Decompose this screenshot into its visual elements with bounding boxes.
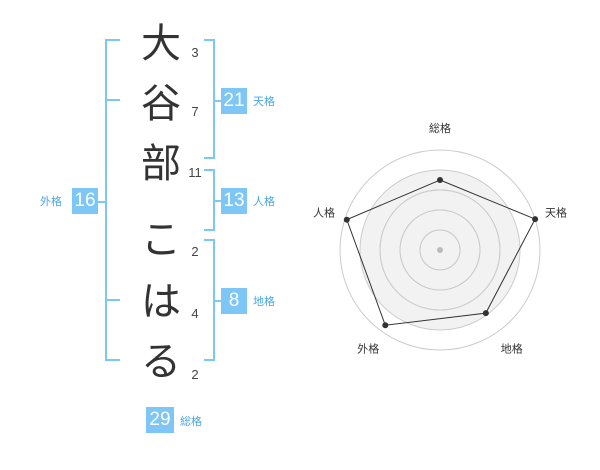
gaikaku-label: 外格 xyxy=(40,195,62,208)
jinkaku-label: 人格 xyxy=(253,195,275,208)
radar-inner-ring xyxy=(379,189,501,311)
radar-inner-ring xyxy=(419,229,461,271)
radar-data-points xyxy=(343,177,539,329)
radar-inner-ring xyxy=(359,169,521,331)
tenkaku-label: 天格 xyxy=(253,95,275,108)
radar-point-1 xyxy=(437,177,443,183)
name-char-1: 大 xyxy=(141,21,181,67)
radar-axis-label-5: 人格 xyxy=(313,205,335,219)
radar-rings xyxy=(339,149,541,351)
name-char-4: こ xyxy=(141,217,181,263)
stroke-count-5: 4 xyxy=(191,306,199,321)
tenkaku-bracket xyxy=(204,39,215,159)
radar-axis-label-4: 外格 xyxy=(357,342,379,356)
radar-axis-label-3: 地格 xyxy=(501,342,523,356)
soukaku-badge: 29 xyxy=(146,407,174,433)
stroke-count-3: 11 xyxy=(188,165,202,180)
stroke-count-2: 7 xyxy=(191,104,199,119)
chikaku-label: 地格 xyxy=(253,295,275,308)
name-char-5: は xyxy=(141,279,181,325)
gaikaku-badge: 16 xyxy=(72,188,98,214)
name-char-3: 部 xyxy=(141,141,181,187)
radar-point-4 xyxy=(382,322,389,329)
stroke-count-6: 2 xyxy=(191,367,199,382)
radar-axis-label-1: 総格 xyxy=(429,121,451,135)
radar-point-5 xyxy=(343,216,350,223)
name-char-6: る xyxy=(141,339,181,385)
stroke-count-1: 3 xyxy=(191,45,199,60)
radar-inner-ring xyxy=(399,209,481,291)
stroke-count-4: 2 xyxy=(191,244,199,259)
radar-point-2 xyxy=(532,216,539,223)
radar-point-3 xyxy=(482,310,489,317)
soukaku-label: 総格 xyxy=(180,415,202,428)
radar-axis-label-2: 天格 xyxy=(545,205,567,219)
chikaku-badge: 8 xyxy=(221,288,247,314)
radar-center xyxy=(437,247,443,253)
gaikaku-bracket xyxy=(105,39,120,361)
name-char-2: 谷 xyxy=(141,81,181,127)
radar-ring xyxy=(339,149,541,351)
radar-data-polygon xyxy=(346,179,536,326)
tenkaku-badge: 21 xyxy=(221,88,247,114)
jinkaku-badge: 13 xyxy=(221,188,247,214)
